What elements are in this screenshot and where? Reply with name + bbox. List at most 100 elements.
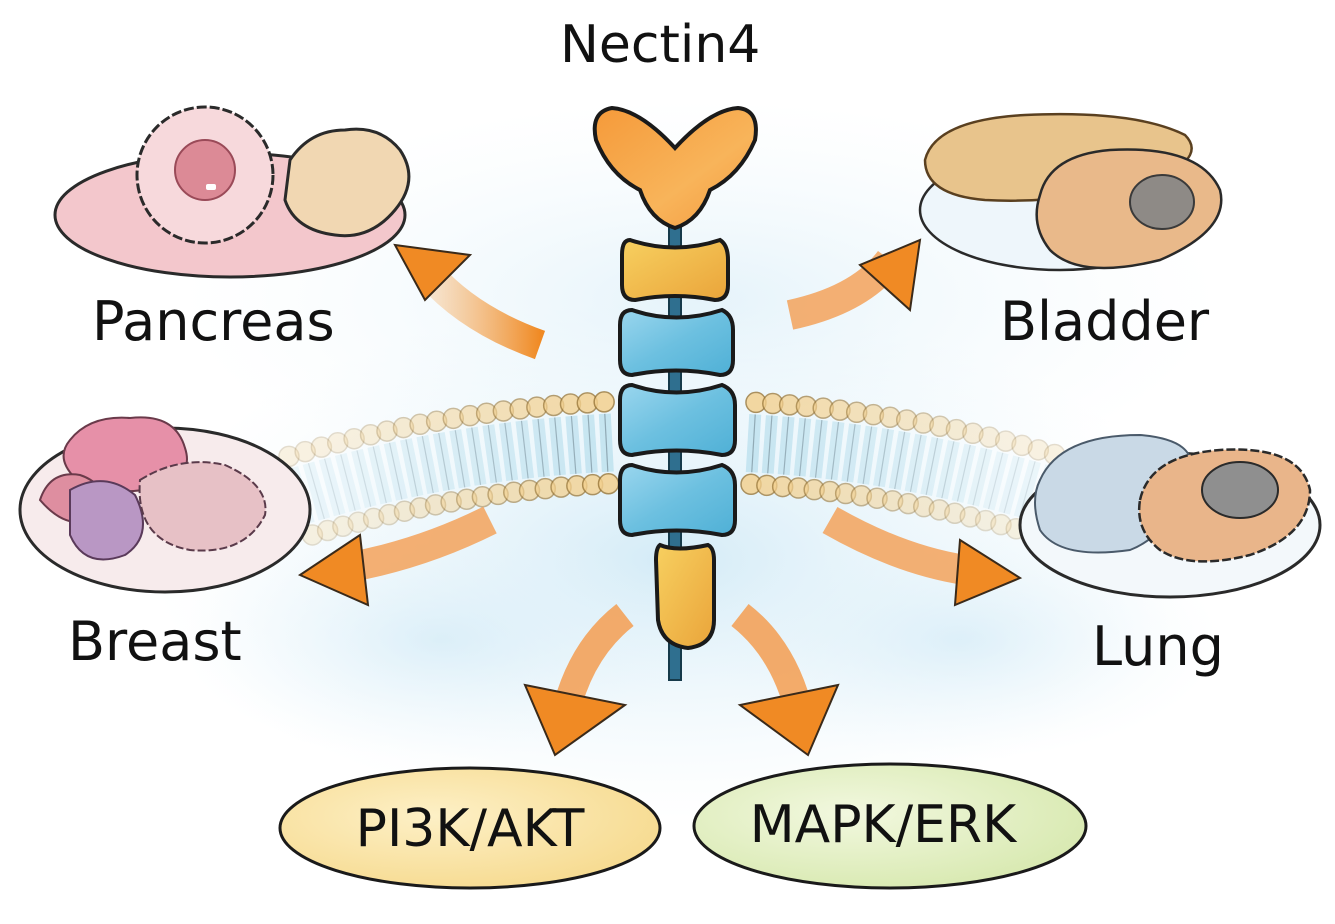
arrow-to-bladder (786, 238, 922, 330)
lipid-tail-line (894, 431, 906, 490)
pathway-mapk-erk: MAPK/ERK (692, 762, 1088, 890)
lipid-tail-line (307, 463, 325, 520)
label-pi3k-akt: PI3K/AKT (356, 799, 585, 859)
lipid-tail (982, 451, 1009, 511)
lipid-head (928, 499, 951, 521)
arrow-to-pancreas (393, 243, 546, 360)
bladder-illustration (918, 112, 1223, 272)
lipid-tail-line (405, 439, 419, 497)
lipid-head (881, 490, 904, 512)
lipid-tail-line (1018, 461, 1036, 518)
arrows (297, 238, 1023, 757)
lipid-tail (873, 428, 895, 488)
lipid-tail (888, 430, 911, 491)
lipid-tail-line (1003, 456, 1020, 514)
breast-illustration (18, 416, 312, 594)
receptor-tail (653, 542, 716, 651)
lipid-tail (967, 447, 993, 507)
lipid-head (866, 487, 888, 509)
lipid-tail (998, 455, 1025, 515)
lipid-head (393, 500, 416, 522)
lipid-head (974, 509, 997, 532)
lipid-tail-line (388, 442, 403, 500)
lipid-tail-line (878, 428, 889, 487)
lipid-head (376, 420, 398, 442)
lipid-head (944, 502, 966, 525)
lipid-tail-line (323, 458, 341, 515)
lipid-head (994, 430, 1017, 452)
lipid-tail-line (814, 420, 823, 478)
lipid-tail (465, 426, 487, 486)
lipid-tail-line (783, 416, 790, 475)
lipid-head (1011, 434, 1033, 457)
lipid-head (597, 472, 620, 495)
lipid-tail (449, 429, 471, 489)
receptor-domain-1 (620, 237, 730, 303)
lipid-tail-line (987, 452, 1004, 510)
lipid-tail-line (454, 430, 466, 488)
lipid-tail-line (941, 441, 955, 499)
lipid-tail (351, 448, 377, 509)
receptor-domain-3 (618, 382, 737, 458)
lipid-tail (334, 452, 362, 513)
lipid-tail (1013, 459, 1041, 519)
lipid-head (593, 391, 615, 413)
lipid-tail (383, 441, 408, 501)
lipid-head (378, 503, 400, 526)
lipid-tail-line (956, 444, 971, 502)
arrow-to-lung (822, 506, 1023, 607)
lipid-head (945, 418, 968, 441)
lipid-tail (498, 422, 519, 482)
lipid-head (895, 409, 918, 431)
lipid-tail-line (830, 421, 840, 480)
lipid-head (343, 427, 365, 450)
arrow-to-pi3k-akt (523, 603, 634, 757)
label-lung: Lung (1092, 615, 1224, 678)
lipid-tail-line (356, 450, 372, 507)
lipid-head (359, 424, 382, 446)
lipid-tail-line (520, 420, 529, 479)
lipid-tail (515, 420, 535, 480)
label-mapk-erk: MAPK/ERK (750, 795, 1018, 855)
lipid-head (1027, 439, 1050, 461)
lipid-tail-line (751, 414, 756, 473)
lipid-tail-line (862, 426, 873, 484)
lipid-head (332, 515, 354, 538)
lipid-tail (920, 436, 944, 497)
lipid-tail-line (487, 425, 497, 483)
lipid-tail (302, 461, 331, 521)
receptor-domain-2 (618, 307, 735, 378)
lipid-tail (318, 457, 346, 517)
pathway-pi3k-akt: PI3K/AKT (278, 766, 662, 890)
lipid-tail-line (909, 434, 922, 492)
lipid-tail (400, 438, 424, 498)
lipid-head (912, 412, 935, 434)
organ-bladder: Bladder (918, 112, 1223, 353)
lipid-head (362, 507, 385, 530)
lipid-tail (432, 431, 455, 492)
lipid-head (962, 422, 984, 445)
organ-breast: Breast (18, 416, 312, 673)
lipid-tail-line (554, 417, 561, 476)
lung-illustration (1018, 433, 1322, 599)
organ-pancreas: Pancreas (53, 105, 411, 353)
lipid-tail (904, 433, 928, 493)
lipid-head (990, 513, 1012, 536)
lipid-head (409, 413, 431, 436)
lipid-head (326, 432, 349, 454)
lipid-head (392, 416, 415, 439)
receptor-head (592, 105, 758, 231)
lipid-head (879, 406, 901, 428)
lipid-head (959, 506, 981, 528)
lipid-tail-line (438, 432, 450, 491)
lipid-tail-line (372, 446, 387, 504)
lipid-tail-line (504, 422, 513, 481)
lipid-head (294, 440, 316, 463)
lipid-head (347, 511, 369, 533)
organ-lung: Lung (1018, 433, 1322, 678)
label-bladder: Bladder (1000, 290, 1210, 353)
lipid-tail (367, 445, 393, 505)
lipid-head (929, 415, 951, 437)
lipid-tail (951, 443, 977, 503)
